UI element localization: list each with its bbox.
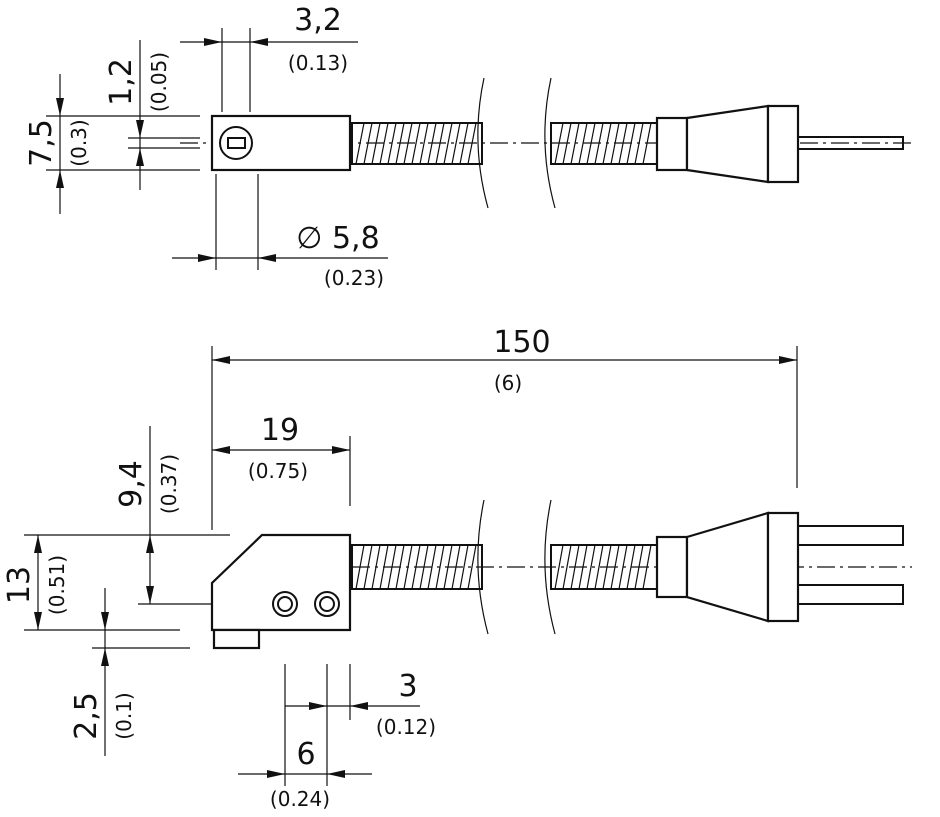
top-lens-slot bbox=[227, 137, 246, 149]
side-connector-taper bbox=[685, 511, 770, 623]
dim-length-150: 150 (6) bbox=[211, 325, 798, 530]
dim-150-inch: (6) bbox=[494, 371, 522, 395]
dim-9-4-value: 9,4 bbox=[114, 460, 149, 508]
dim-3-2-inch: (0.13) bbox=[288, 51, 348, 75]
side-connector-sleeve bbox=[655, 535, 689, 599]
dim-height-9-4: 9,4 (0.37) bbox=[114, 426, 212, 605]
dim-2-5-value: 2,5 bbox=[69, 692, 104, 740]
top-fiber-pin bbox=[797, 136, 904, 150]
dim-150-value: 150 bbox=[493, 325, 550, 360]
dim-5-8-value: ∅ 5,8 bbox=[296, 221, 379, 256]
side-connector-collar bbox=[766, 511, 800, 623]
dim-1-2-value: 1,2 bbox=[104, 58, 139, 106]
dim-9-4-inch: (0.37) bbox=[157, 454, 181, 514]
mounting-hole-1 bbox=[272, 591, 298, 617]
top-cable-right bbox=[550, 122, 658, 165]
dim-height-13: 13 (0.51) bbox=[2, 534, 230, 631]
dim-5-8-inch: (0.23) bbox=[324, 266, 384, 290]
dim-3-2-value: 3,2 bbox=[294, 3, 342, 38]
dim-height-2-5: 2,5 (0.1) bbox=[69, 588, 190, 756]
top-sensor-head bbox=[210, 114, 352, 172]
dim-hole-3: 3 (0.12) bbox=[284, 664, 436, 786]
side-view: 150 (6) 19 (0.75) 9,4 (0.37) bbox=[2, 325, 912, 811]
side-break-line-left bbox=[477, 499, 489, 635]
dim-6-inch: (0.24) bbox=[270, 787, 330, 811]
dim-1-2-inch: (0.05) bbox=[147, 52, 171, 112]
side-break-line-right bbox=[544, 499, 556, 635]
mounting-hole-2-inner bbox=[319, 596, 335, 612]
dim-width-3-2: 3,2 (0.13) bbox=[180, 3, 358, 112]
dim-height-7-5: 7,5 (0.3) bbox=[24, 74, 200, 214]
top-break-line-left bbox=[477, 77, 489, 209]
mounting-hole-1-inner bbox=[277, 596, 293, 612]
side-sensor-foot bbox=[212, 628, 261, 650]
dim-3-inch: (0.12) bbox=[376, 715, 436, 739]
side-fiber-pin-lower bbox=[797, 584, 904, 605]
side-cable-left bbox=[351, 544, 483, 590]
top-cable-left bbox=[351, 122, 483, 165]
top-lens-circle bbox=[219, 126, 253, 160]
dim-7-5-inch: (0.3) bbox=[67, 119, 91, 166]
dim-diameter-5-8: ∅ 5,8 (0.23) bbox=[172, 174, 388, 290]
dim-2-5-inch: (0.1) bbox=[112, 692, 136, 739]
top-view: 3,2 (0.13) 1,2 (0.05) 7,5 (0.3) bbox=[24, 3, 912, 290]
dim-hole-6: 6 (0.24) bbox=[238, 737, 372, 811]
dim-19-inch: (0.75) bbox=[248, 459, 308, 483]
top-connector-collar bbox=[766, 104, 800, 184]
dim-7-5-value: 7,5 bbox=[24, 119, 59, 167]
side-fiber-pin-upper bbox=[797, 525, 904, 546]
top-break-line-right bbox=[544, 77, 556, 209]
dim-13-value: 13 bbox=[2, 566, 37, 604]
dim-offset-1-2: 1,2 (0.05) bbox=[104, 40, 200, 190]
dim-13-inch: (0.51) bbox=[45, 555, 69, 615]
top-connector-taper bbox=[685, 104, 770, 184]
dim-19-value: 19 bbox=[261, 413, 299, 448]
top-connector-sleeve bbox=[655, 116, 689, 172]
dim-6-value: 6 bbox=[296, 737, 315, 772]
dim-3-value: 3 bbox=[398, 669, 417, 704]
dim-head-19: 19 (0.75) bbox=[212, 413, 351, 506]
mounting-hole-2 bbox=[314, 591, 340, 617]
